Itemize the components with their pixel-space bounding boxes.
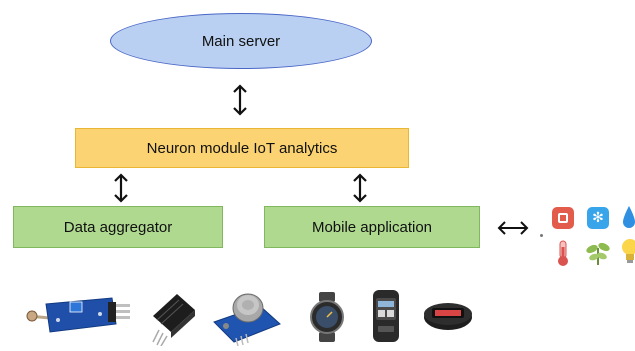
fitness-tracker-icon [369, 290, 403, 347]
gas-sensor-module-icon [210, 288, 284, 351]
smart-band-icon [422, 297, 474, 338]
server-analytics-arrow [231, 83, 249, 117]
mobile-application-label: Mobile application [311, 218, 433, 236]
thermometer-icon [554, 239, 572, 272]
water-drop-icon [622, 205, 635, 236]
analytics-label: Neuron module IoT analytics [146, 139, 338, 157]
light-sensor-module-icon [20, 292, 132, 343]
smartwatch-icon [307, 292, 347, 347]
plant-icon [586, 238, 610, 271]
mobile-smarthome-arrow [497, 219, 529, 237]
alarm-icon [552, 207, 574, 229]
main-server-node: Main server [110, 13, 372, 69]
snowflake-icon: ✻ [587, 207, 609, 229]
analytics-node: Neuron module IoT analytics [75, 128, 409, 168]
analytics-aggregator-arrow [112, 172, 130, 204]
connector-sensor-icon [143, 290, 199, 351]
smart-home-icons: ✻ [552, 205, 635, 267]
mobile-application-node: Mobile application [264, 206, 480, 248]
data-aggregator-node: Data aggregator [13, 206, 223, 248]
main-server-label: Main server [201, 32, 281, 50]
data-aggregator-label: Data aggregator [63, 218, 173, 236]
light-bulb-icon [620, 237, 635, 270]
analytics-mobile-arrow [351, 172, 369, 204]
separator-dot [540, 234, 543, 237]
